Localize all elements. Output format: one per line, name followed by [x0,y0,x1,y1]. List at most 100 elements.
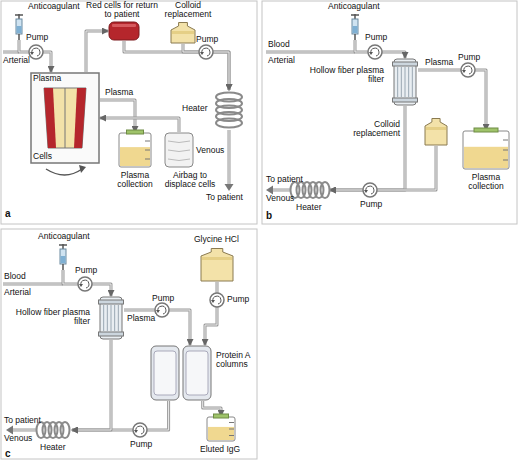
tubing-connector [330,106,405,190]
node-label: Red cells for return to patient [86,1,158,20]
line-label: Blood [4,272,26,281]
blood-line [3,52,355,435]
pump-label: Pump [26,33,48,42]
panel-letter: c [5,448,11,459]
centrifuge-bowl: PlasmaCells [30,72,100,164]
flow-label: Plasma [104,88,134,97]
node-label: Anticoagulant [328,2,380,11]
fluid-bottle-shape [170,22,196,44]
pump-symbol [133,423,147,437]
pump-label: Pump [196,35,218,44]
tubing-connector [418,70,486,130]
pump-symbol [363,183,377,197]
tubing-connector [72,401,169,430]
node-label: Heater [296,203,322,212]
line-label: Venous [4,434,32,443]
line-label: Arterial [268,56,295,65]
plasma-filter-shape [98,296,124,340]
node-label: Plasma collection [462,173,510,192]
line-label: Venous [266,194,294,203]
pump-label: Pump [227,295,249,304]
tubing-connector [72,340,111,430]
collection-container: Eluted IgG [206,416,236,442]
node-label: Plasma collection [113,171,157,190]
collection-container-shape [118,132,152,168]
node-label: Colloid replacement [162,1,214,20]
line-label: Blood [268,40,290,49]
panel-letter: b [266,210,272,221]
protein-a-columns-shape [150,345,212,401]
syringe-icon-shape [350,14,360,40]
line-label: To patient [266,175,303,184]
red-cell-bag: Red cells for return to patient [108,21,140,41]
pump-label: Pump [130,440,152,449]
air-bag: Airbag to displace cells [164,132,194,168]
fluid-bottle-shape [424,118,448,146]
pump-symbol [368,45,382,59]
tubing-connector [183,44,229,90]
pump-symbol [29,45,43,59]
plasma-filter: Hollow fiber plasma filter [392,58,418,106]
node-label: Heater [40,443,66,452]
panel-frame [262,1,517,224]
pump-label: Pump [365,33,387,42]
flow-label: Plasma [126,314,156,323]
pump-label: Pump [75,266,97,275]
red-cell-bag-shape [108,21,140,41]
heater-coil: Heater [214,90,244,130]
flow-label: Plasma [424,58,454,67]
collection-container: Plasma collection [462,130,510,170]
line-label: Venous [196,146,224,155]
fluid-bottle-shape [200,248,234,282]
collection-container-shape [462,130,510,170]
collection-container-shape [206,416,236,442]
protein-a-columns: Protein A columns [150,345,212,401]
tubing-connector [330,146,436,190]
line-label: To patient [206,193,243,202]
line-label: To patient [4,416,41,425]
syringe-icon: Anticoagulant [14,14,24,40]
fluid-bottle: Colloid replacement [424,118,448,146]
heater-coil-shape [214,90,244,130]
centrifuge-bowl-shape [30,72,100,164]
node-label: Eluted IgG [200,445,240,454]
panel-letter: a [5,208,11,219]
node-label: Cells [33,152,52,161]
pump-symbol [78,277,92,291]
tubing-connector [100,100,135,132]
node-label: Anticoagulant [38,232,90,241]
pump-symbol [210,293,224,307]
node-label: Glycine HCl [194,235,239,244]
line-label: Arterial [4,288,31,297]
heater-coil: Heater [36,420,72,440]
pump-label: Pump [360,200,382,209]
panel-frame [1,229,257,459]
heater-coil-shape [36,420,72,440]
pump-symbol [461,63,475,77]
plasma-filter: Hollow fiber plasma filter [98,296,124,340]
plasma-filter-shape [392,58,418,106]
fluid-bottle: Colloid replacement [170,22,196,44]
fluid-bottle: Glycine HCl [200,248,234,282]
syringe-icon-shape [58,244,68,270]
tubing-connector [86,31,108,72]
syringe-icon: Anticoagulant [350,14,360,40]
air-bag-shape [164,132,194,168]
node-label: Plasma [33,74,61,83]
line-label: Arterial [3,56,30,65]
syringe-icon: Anticoagulant [58,244,68,270]
node-label: Colloid replacement [346,120,400,139]
tubing-connector [355,40,405,58]
collection-container: Plasma collection [118,132,152,168]
node-label: Airbag to displace cells [161,171,219,190]
pump-symbol [155,303,169,317]
pump-symbol [199,45,213,59]
pump-label: Pump [458,53,480,62]
pump-label: Pump [152,294,174,303]
node-label: Protein A columns [216,351,258,370]
tubing-connector [205,282,217,345]
tubing-connector [124,41,229,90]
